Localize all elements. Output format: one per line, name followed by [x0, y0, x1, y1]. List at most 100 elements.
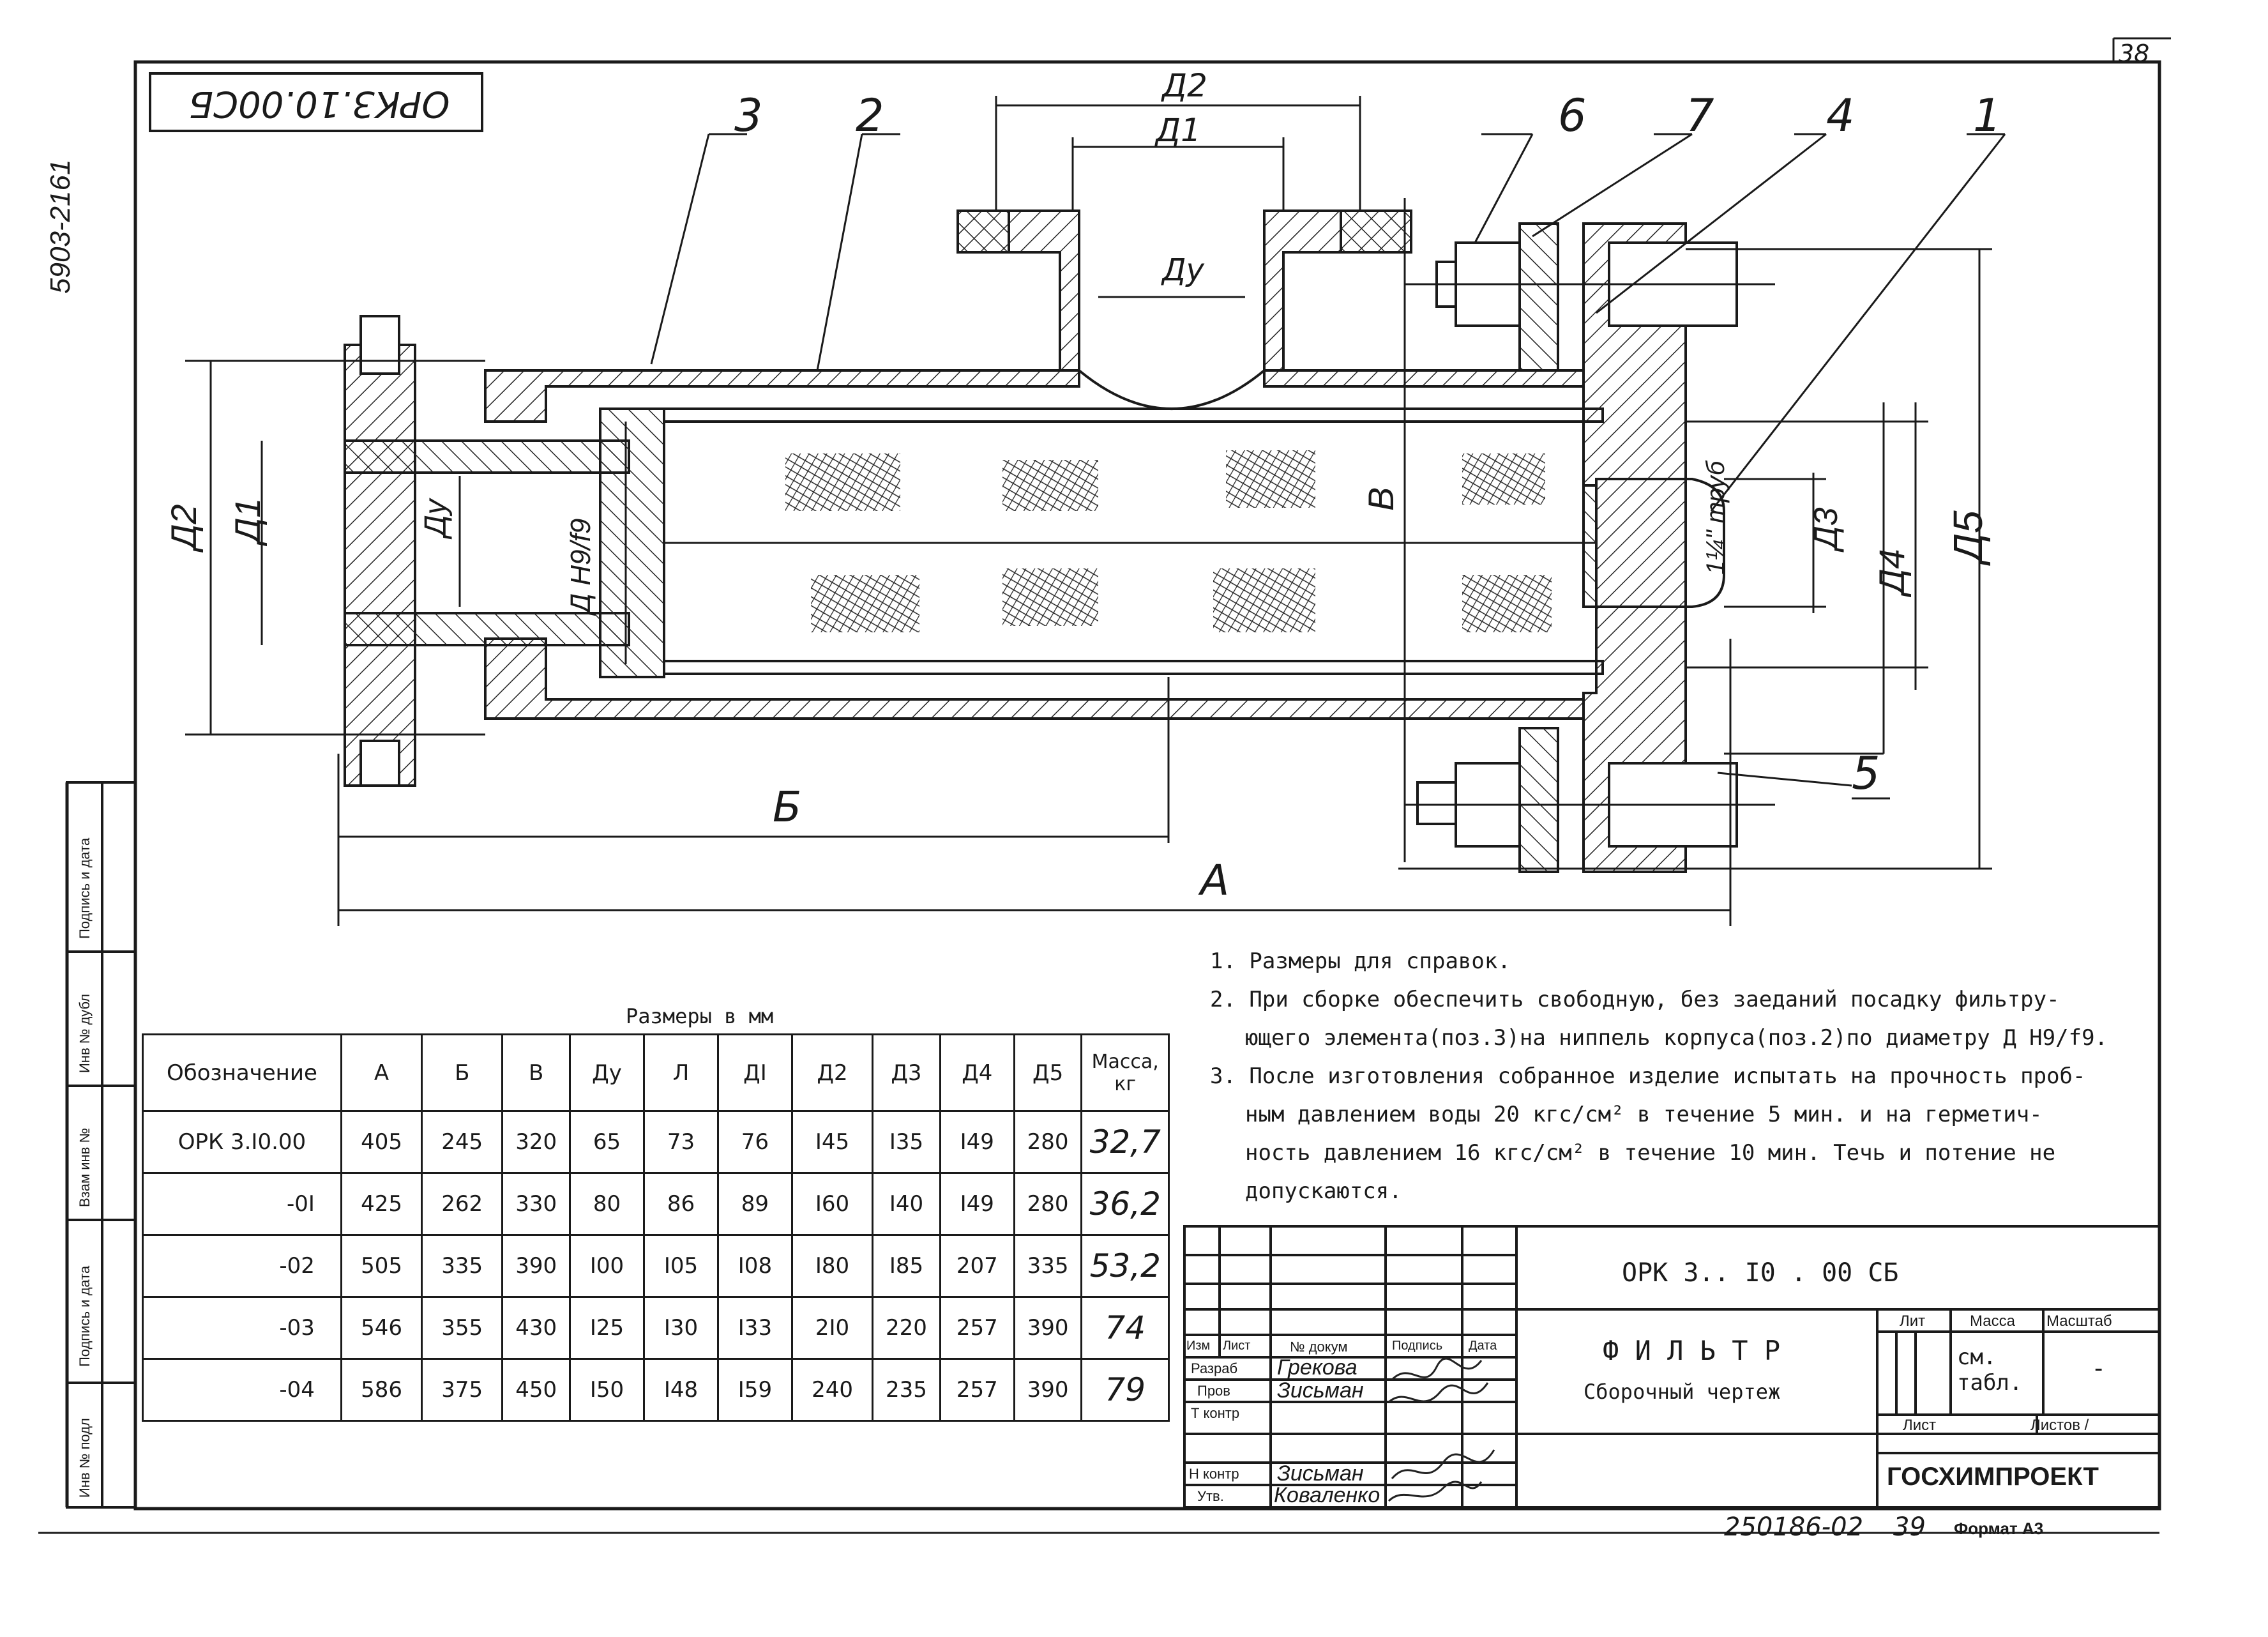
note-line: допускаются.: [1245, 1178, 1402, 1204]
header-cell: Д2: [790, 1033, 874, 1112]
table-cell: 280: [1013, 1172, 1083, 1236]
table-cell: 245: [421, 1110, 504, 1174]
table-cell: 390: [501, 1234, 571, 1298]
position-label-3: 3: [734, 89, 763, 142]
table-cell: 335: [421, 1234, 504, 1298]
table-cell: 65: [569, 1110, 645, 1174]
scale-value: -: [2094, 1354, 2103, 1382]
table-cell: 425: [340, 1172, 423, 1236]
table-cell: I60: [790, 1172, 874, 1236]
table-cell: I45: [790, 1110, 874, 1174]
table-cell: 235: [872, 1358, 941, 1422]
name-approved: Коваленко: [1274, 1483, 1380, 1507]
table-row: -04 586 375 450 I50 I48 I59 240 235 257 …: [142, 1358, 1170, 1422]
drawing-subtitle: Сборочный чертеж: [1584, 1380, 1781, 1404]
table-cell: I35: [872, 1110, 941, 1174]
mass-label: Масса: [1970, 1313, 2015, 1330]
table-row: -02 505 335 390 I00 I05 I08 I80 I85 207 …: [142, 1234, 1170, 1298]
dim-label-d-fit: Д H9/f9: [565, 518, 596, 613]
table-cell: 89: [716, 1172, 793, 1236]
table-cell: I40: [872, 1172, 941, 1236]
table-cell: I49: [939, 1110, 1015, 1174]
name-norm-control: Зисьман: [1277, 1461, 1364, 1486]
header-cell: Масса, кг: [1080, 1033, 1170, 1112]
sheet-label: Лист: [1903, 1417, 1937, 1434]
table-cell: 390: [1013, 1358, 1083, 1422]
table-cell: I08: [716, 1234, 793, 1298]
dim-label-d4: Д4: [1871, 549, 1912, 594]
scale-label: Масштаб: [2046, 1313, 2112, 1330]
note-line: ным давлением воды 20 кгс/см² в течение …: [1245, 1102, 2043, 1127]
mirrored-drawing-code: ОРК3.10.00СБ: [188, 83, 450, 125]
dim-label-d1-left: Д1: [227, 498, 268, 543]
mass-value: см. табл.: [1957, 1344, 2023, 1396]
table-cell: -03: [142, 1296, 342, 1360]
table-cell: 74: [1080, 1296, 1170, 1360]
table-cell: -0I: [142, 1172, 342, 1236]
mirrored-stamp-box: [149, 72, 483, 132]
dim-label-dy-left: Ду: [419, 499, 453, 537]
dim-label-d1-top: Д1: [1156, 112, 1201, 149]
table-cell: 220: [872, 1296, 941, 1360]
table-cell: I80: [790, 1234, 874, 1298]
table-cell: 505: [340, 1234, 423, 1298]
table-cell: 86: [643, 1172, 719, 1236]
table-cell: 2I0: [790, 1296, 874, 1360]
dim-label-d5: Д5: [1945, 510, 1991, 562]
footer-format: Формат А3: [1954, 1519, 2044, 1538]
table-cell: 450: [501, 1358, 571, 1422]
header-cell: Д3: [872, 1033, 941, 1112]
dim-label-dy-top: Ду: [1162, 252, 1204, 288]
table-cell: 36,2: [1080, 1172, 1170, 1236]
position-label-7: 7: [1686, 89, 1714, 142]
col-sign: Подпись: [1392, 1339, 1443, 1353]
position-label-2: 2: [856, 89, 884, 142]
table-row: -03 546 355 430 I25 I30 I33 2I0 220 257 …: [142, 1296, 1170, 1360]
table-cell: I49: [939, 1172, 1015, 1236]
table-cell: I25: [569, 1296, 645, 1360]
sheets-label: Листов /: [2030, 1417, 2089, 1434]
header-cell: Д4: [939, 1033, 1015, 1112]
left-strip-grid: [66, 781, 137, 1509]
table-row: -0I 425 262 330 80 86 89 I60 I40 I49 280…: [142, 1172, 1170, 1236]
dimension-lines: [185, 96, 2006, 926]
table-cell: ОРК 3.I0.00: [142, 1110, 342, 1174]
note-line: ющего элемента(поз.3)на ниппель корпуса(…: [1245, 1025, 2108, 1051]
table-cell: 79: [1080, 1358, 1170, 1422]
table-cell: I85: [872, 1234, 941, 1298]
dimensions-table: Обозначение А Б В Ду Л ДI Д2 Д3 Д4 Д5 Ма…: [142, 1033, 1170, 1422]
drawing-title: Ф И Л Ь Т Р: [1603, 1335, 1781, 1366]
table-cell: 586: [340, 1358, 423, 1422]
role-developer: Разраб: [1191, 1360, 1238, 1376]
table-cell: 280: [1013, 1110, 1083, 1174]
note-line: 3. После изготовления собранное изделие …: [1210, 1063, 2086, 1089]
drawing-code: ОРК 3.. I0 . 00 СБ: [1622, 1258, 1899, 1288]
dim-label-thread: 1¼" труб: [1702, 461, 1730, 575]
table-caption: Размеры в мм: [626, 1004, 774, 1028]
dim-label-d2-top: Д2: [1162, 67, 1207, 104]
lit-label: Лит: [1900, 1313, 1926, 1330]
table-cell: I05: [643, 1234, 719, 1298]
signature-marks: [1387, 1357, 1495, 1502]
table-cell: 257: [939, 1296, 1015, 1360]
left-strip-label: Инв № подл: [77, 1418, 93, 1498]
dim-label-d2-left: Д2: [163, 504, 204, 549]
header-cell: Обозначение: [142, 1033, 342, 1112]
note-line: ность давлением 16 кгс/см² в течение 10 …: [1245, 1140, 2056, 1166]
table-cell: I33: [716, 1296, 793, 1360]
margin-code: 5903-2161: [45, 159, 76, 294]
sheet-number: 38: [2119, 40, 2150, 68]
table-cell: I30: [643, 1296, 719, 1360]
position-label-1: 1: [1973, 89, 2002, 142]
header-cell: Ду: [569, 1033, 645, 1112]
table-cell: I59: [716, 1358, 793, 1422]
table-cell: I00: [569, 1234, 645, 1298]
table-cell: I50: [569, 1358, 645, 1422]
table-cell: 53,2: [1080, 1234, 1170, 1298]
table-cell: 32,7: [1080, 1110, 1170, 1174]
table-cell: 405: [340, 1110, 423, 1174]
table-cell: 335: [1013, 1234, 1083, 1298]
organization-name: ГОСХИМПРОЕКТ: [1887, 1463, 2099, 1491]
role-norm-control: Н контр: [1189, 1466, 1239, 1482]
table-cell: 320: [501, 1110, 571, 1174]
